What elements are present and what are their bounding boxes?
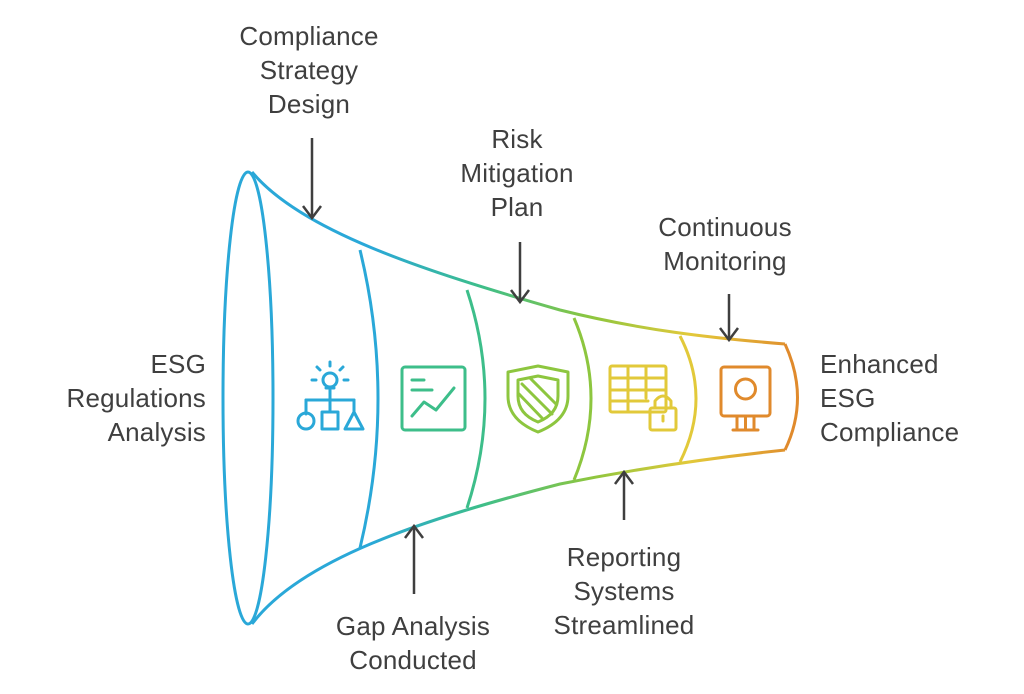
monitor-icon <box>719 365 772 432</box>
label-esg-regulations-analysis: ESG Regulations Analysis <box>66 347 206 449</box>
label-line: Continuous <box>658 212 792 242</box>
arrow-monitoring <box>719 294 739 343</box>
label-risk-mitigation-plan: Risk Mitigation Plan <box>460 122 573 224</box>
label-line: Plan <box>490 192 544 222</box>
shield-icon <box>506 364 570 434</box>
label-line: Streamlined <box>553 610 695 640</box>
arrow-gap <box>404 523 424 594</box>
label-line: Conducted <box>349 645 477 675</box>
label-enhanced-esg-compliance: Enhanced ESG Compliance <box>820 347 959 449</box>
idea-flowchart-icon <box>296 360 365 431</box>
locked-spreadsheet-icon <box>608 364 678 432</box>
label-line: Analysis <box>107 417 206 447</box>
label-line: Gap Analysis <box>335 611 491 641</box>
label-line: Reporting <box>566 542 682 572</box>
label-line: Design <box>267 89 351 119</box>
label-line: Mitigation <box>460 158 574 188</box>
label-line: Risk <box>491 124 543 154</box>
growth-chart-icon <box>400 365 467 432</box>
label-line: Enhanced <box>820 349 939 379</box>
label-line: ESG <box>150 349 206 379</box>
divider-2 <box>465 289 487 509</box>
arrow-reporting <box>614 469 634 520</box>
label-line: Regulations <box>66 383 206 413</box>
label-compliance-strategy-design: Compliance Strategy Design <box>239 19 378 121</box>
funnel-mouth <box>221 170 275 626</box>
arrow-strategy <box>302 138 322 221</box>
divider-1 <box>358 249 380 549</box>
divider-3 <box>572 317 593 481</box>
label-line: ESG <box>820 383 876 413</box>
label-gap-analysis-conducted: Gap Analysis Conducted <box>336 609 490 677</box>
label-line: Strategy <box>259 55 359 85</box>
funnel-end <box>783 343 799 451</box>
arrow-risk <box>510 242 530 305</box>
divider-4 <box>678 335 698 463</box>
label-line: Compliance <box>239 21 379 51</box>
label-line: Compliance <box>820 417 960 447</box>
label-reporting-systems-streamlined: Reporting Systems Streamlined <box>554 540 695 642</box>
label-continuous-monitoring: Continuous Monitoring <box>658 210 792 278</box>
funnel-bottom-edge <box>250 448 786 625</box>
label-line: Systems <box>573 576 675 606</box>
label-line: Monitoring <box>663 246 787 276</box>
